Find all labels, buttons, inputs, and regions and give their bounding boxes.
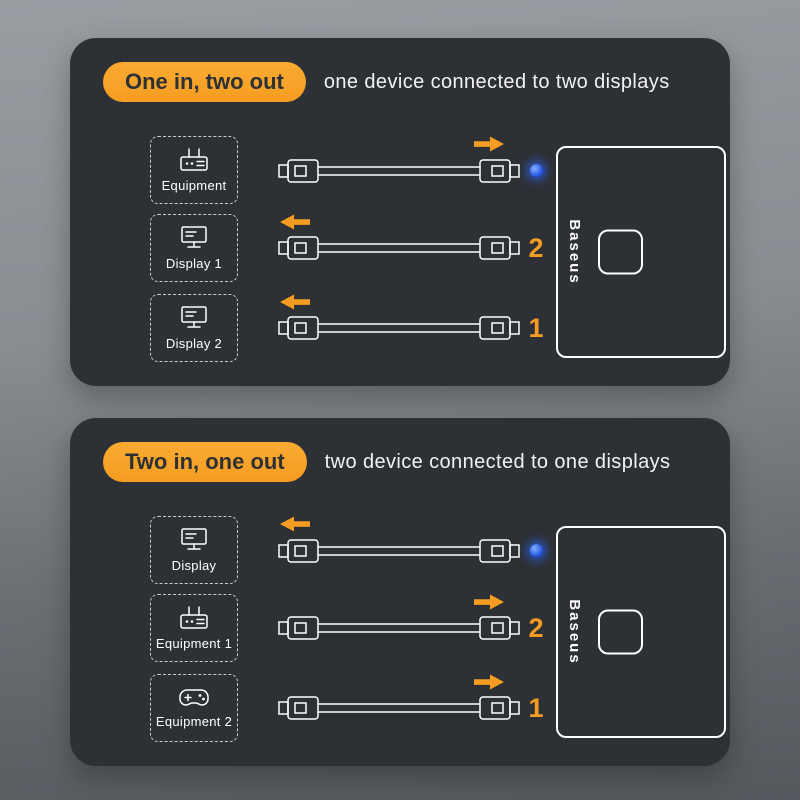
display2-label: Display 2	[165, 336, 223, 351]
hdmi-cable	[278, 616, 520, 640]
switch-button	[598, 609, 643, 655]
display-label: Display	[171, 558, 217, 573]
display1-label: Display 1	[165, 256, 223, 271]
switch-device: Baseus	[556, 526, 726, 738]
router-icon	[180, 606, 208, 629]
monitor-icon	[181, 528, 207, 550]
equipment2-label: Equipment 2	[155, 714, 233, 729]
hdmi-cable	[278, 316, 520, 340]
gamepad-icon	[179, 689, 209, 706]
badge-one-in-two-out: One in, two out	[103, 62, 306, 102]
panel-subtitle: two device connected to one displays	[324, 450, 671, 473]
panel-two-in-one-out: Two in, one out two device connected to …	[70, 418, 730, 766]
panel-header: Two in, one out two device connected to …	[103, 442, 670, 482]
arrow-left-icon	[280, 516, 310, 532]
equipment-label: Equipment	[161, 178, 227, 193]
badge-two-in-one-out: Two in, one out	[103, 442, 307, 482]
panel-one-in-two-out: One in, two out one device connected to …	[70, 38, 730, 386]
panel-header: One in, two out one device connected to …	[103, 62, 670, 102]
arrow-right-icon	[474, 136, 504, 152]
led-indicator	[530, 164, 543, 177]
arrow-left-icon	[280, 214, 310, 230]
port-number: 2	[528, 613, 544, 643]
led-indicator	[530, 544, 543, 557]
arrow-left-icon	[280, 294, 310, 310]
port-number: 2	[528, 233, 544, 263]
port-number: 1	[528, 693, 544, 723]
equipment2-box: Equipment 2	[150, 674, 238, 742]
panel-subtitle: one device connected to two displays	[323, 70, 670, 93]
monitor-icon	[181, 226, 207, 248]
port-number: 1	[528, 313, 544, 343]
hdmi-cable	[278, 159, 520, 183]
brand-label: Baseus	[566, 599, 583, 665]
equipment-box: Equipment	[150, 136, 238, 204]
display1-box: Display 1	[150, 214, 238, 282]
brand-label: Baseus	[566, 219, 583, 285]
switch-button	[598, 229, 643, 275]
display-box: Display	[150, 516, 238, 584]
equipment1-label: Equipment 1	[155, 636, 233, 651]
router-icon	[180, 148, 208, 171]
equipment1-box: Equipment 1	[150, 594, 238, 662]
display2-box: Display 2	[150, 294, 238, 362]
arrow-right-icon	[474, 594, 504, 610]
monitor-icon	[181, 306, 207, 328]
switch-device: Baseus	[556, 146, 726, 358]
hdmi-cable	[278, 696, 520, 720]
hdmi-cable	[278, 539, 520, 563]
hdmi-cable	[278, 236, 520, 260]
arrow-right-icon	[474, 674, 504, 690]
